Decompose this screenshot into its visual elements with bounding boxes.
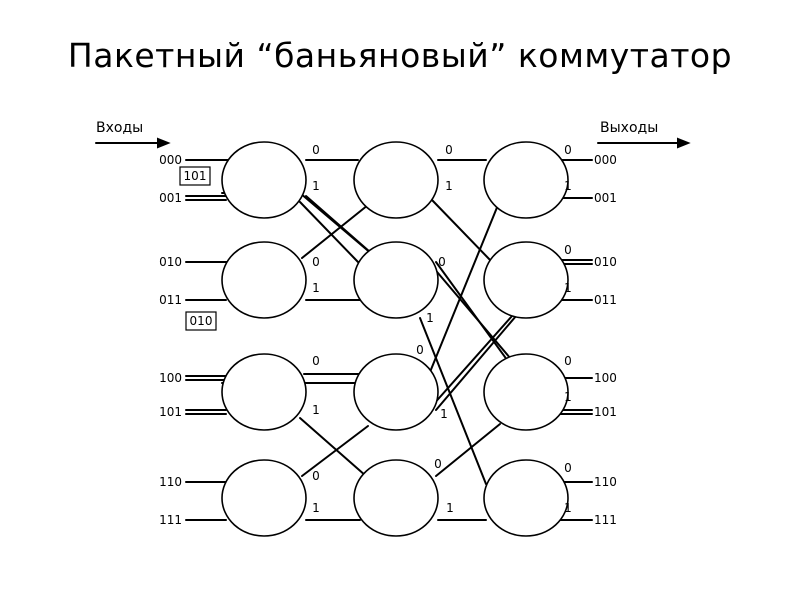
output-port-label: 011 [594,293,617,307]
port-bit-label: 1 [446,501,454,515]
port-bit-label: 1 [426,311,434,325]
output-port-label: 111 [594,513,617,527]
port-bit-label: 0 [434,457,442,471]
slide-title: Пакетный “баньяновый” коммутатор [67,36,733,75]
packet-header-box [185,311,217,331]
port-bit-label: 0 [564,354,572,368]
link-s1-s2 [299,201,359,263]
switch-s1-r3 [221,353,307,431]
port-bit-label: 1 [564,281,572,295]
link-s1-s2 [301,425,369,477]
input-port-label: 000 [159,153,182,167]
switch-s2-r4 [353,459,439,537]
input-port-label: 100 [159,371,182,385]
link-s1-s2 [301,204,369,259]
link-s1-s2 [299,417,367,477]
port-bit-label: 0 [416,343,424,357]
port-bit-label: 1 [312,403,320,417]
switch-s2-r2 [353,241,439,319]
link-s2-s3 [429,204,499,373]
outputs-arrowhead [677,137,691,149]
port-bit-label: 1 [312,179,320,193]
output-port-label: 001 [594,191,617,205]
switch-s3-r4 [483,459,569,537]
port-bit-label: 0 [564,143,572,157]
port-bit-label: 1 [564,390,572,404]
input-port-label: 010 [159,255,182,269]
link-s2-s3 [419,317,487,485]
switch-s1-r1 [221,141,307,219]
port-bit-label: 0 [312,354,320,368]
output-port-label: 000 [594,153,617,167]
input-port-label: 011 [159,293,182,307]
port-bit-label: 0 [312,469,320,483]
port-bit-label: 0 [312,143,320,157]
switch-s3-r2 [483,241,569,319]
port-bit-label: 1 [440,407,448,421]
input-port-label: 111 [159,513,182,527]
port-bit-label: 1 [564,501,572,515]
port-bit-label: 0 [445,143,453,157]
input-port-label: 001 [159,191,182,205]
switch-s3-r1 [483,141,569,219]
link-s2-s3 [431,199,493,263]
packet-header-box [179,166,211,186]
port-bit-label: 1 [445,179,453,193]
switch-s1-r2 [221,241,307,319]
link-s2-s3 [435,423,501,477]
port-bit-label: 0 [438,255,446,269]
packet-header-label: 101 [184,169,207,183]
switch-s2-r3 [353,353,439,431]
port-bit-label: 0 [564,461,572,475]
output-port-label: 010 [594,255,617,269]
output-port-label: 101 [594,405,617,419]
port-bit-label: 1 [564,179,572,193]
port-bit-label: 1 [312,501,320,515]
inputs-label: Входы [96,120,143,136]
inputs-arrowhead [157,137,171,149]
input-port-label: 110 [159,475,182,489]
output-port-label: 100 [594,371,617,385]
input-port-label: 101 [159,405,182,419]
switch-s3-r3 [483,353,569,431]
outputs-label: Выходы [600,120,658,136]
port-bit-label: 1 [312,281,320,295]
switch-s2-r1 [353,141,439,219]
port-bit-label: 0 [564,243,572,257]
packet-header-label: 010 [190,314,213,328]
port-bit-label: 0 [312,255,320,269]
switch-s1-r4 [221,459,307,537]
output-port-label: 110 [594,475,617,489]
